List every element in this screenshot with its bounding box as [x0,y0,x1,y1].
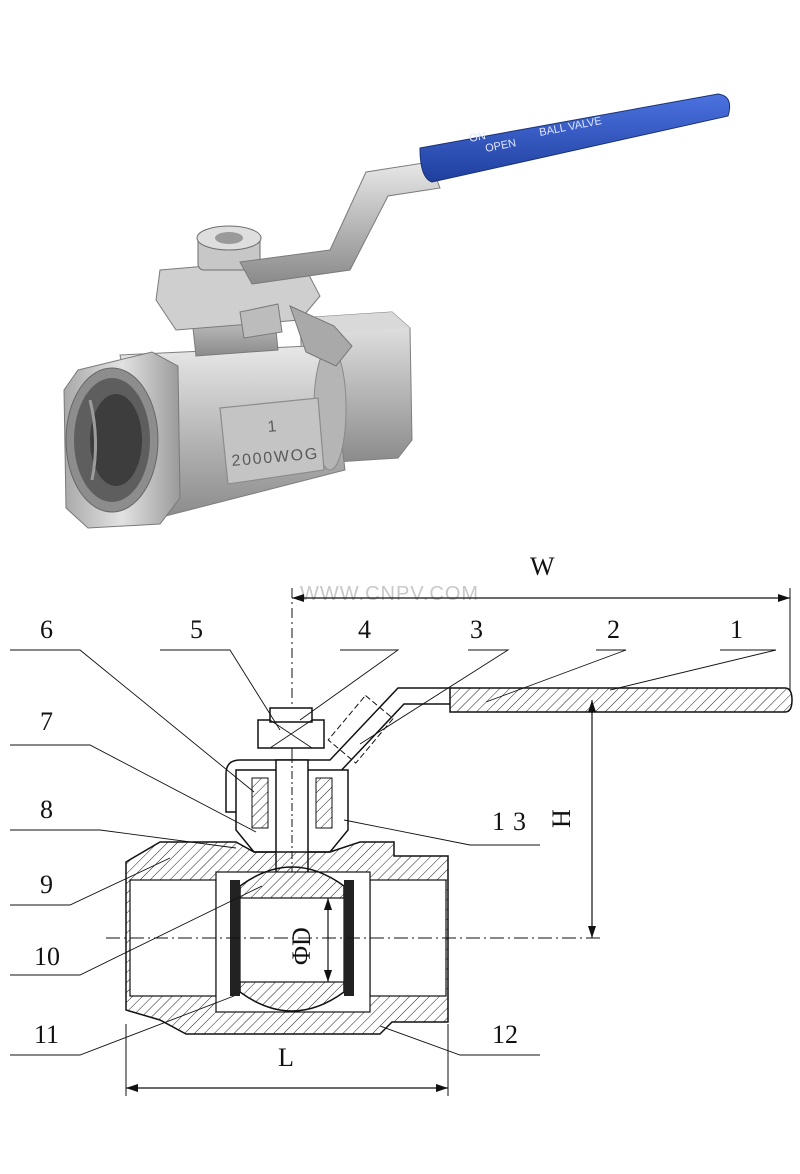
callout-2: 2 [607,615,620,644]
callout-11: 11 [34,1020,59,1049]
dim-label-l: L [278,1043,294,1072]
dimension-l: L [125,1024,449,1096]
body-mark-size: 1 [267,418,277,436]
valve-photo: 1 2000WOG ON OPEN BALL VALVE [63,93,731,529]
callout-10: 10 [34,942,60,971]
handle-grip [419,93,731,183]
handle-text-open: OPEN [484,137,517,155]
callout-13: 13 [492,807,534,836]
valve-handle: ON OPEN BALL VALVE [239,93,731,285]
body-marking-plate: 1 2000WOG [219,397,325,485]
watermark: WWW.CNPV.COM [300,583,479,605]
callout-3: 3 [470,615,483,644]
drawing-nut [257,707,325,749]
callout-4: 4 [358,615,371,644]
callout-5: 5 [190,615,203,644]
callout-6: 6 [40,615,53,644]
valve-end-left [63,351,181,529]
callout-7: 7 [40,707,53,736]
callout-leaders [10,649,777,1056]
dimension-d: ΦD [287,898,332,982]
dim-label-w: W [530,552,555,581]
callout-8: 8 [40,795,53,824]
drawing-body [106,841,600,1035]
callout-1: 1 [730,615,743,644]
dim-label-d: ΦD [287,927,316,965]
dimension-h: H [547,700,596,938]
callout-labels: 1 2 3 4 5 6 7 8 9 10 11 12 13 [34,615,743,1049]
handle-text-on: ON [468,130,487,145]
dim-label-h: H [547,809,576,828]
cross-section-drawing: WWW.CNPV.COM W [10,552,793,1096]
callout-12: 12 [492,1020,518,1049]
drawing-bonnet [235,755,349,890]
callout-9: 9 [40,870,53,899]
